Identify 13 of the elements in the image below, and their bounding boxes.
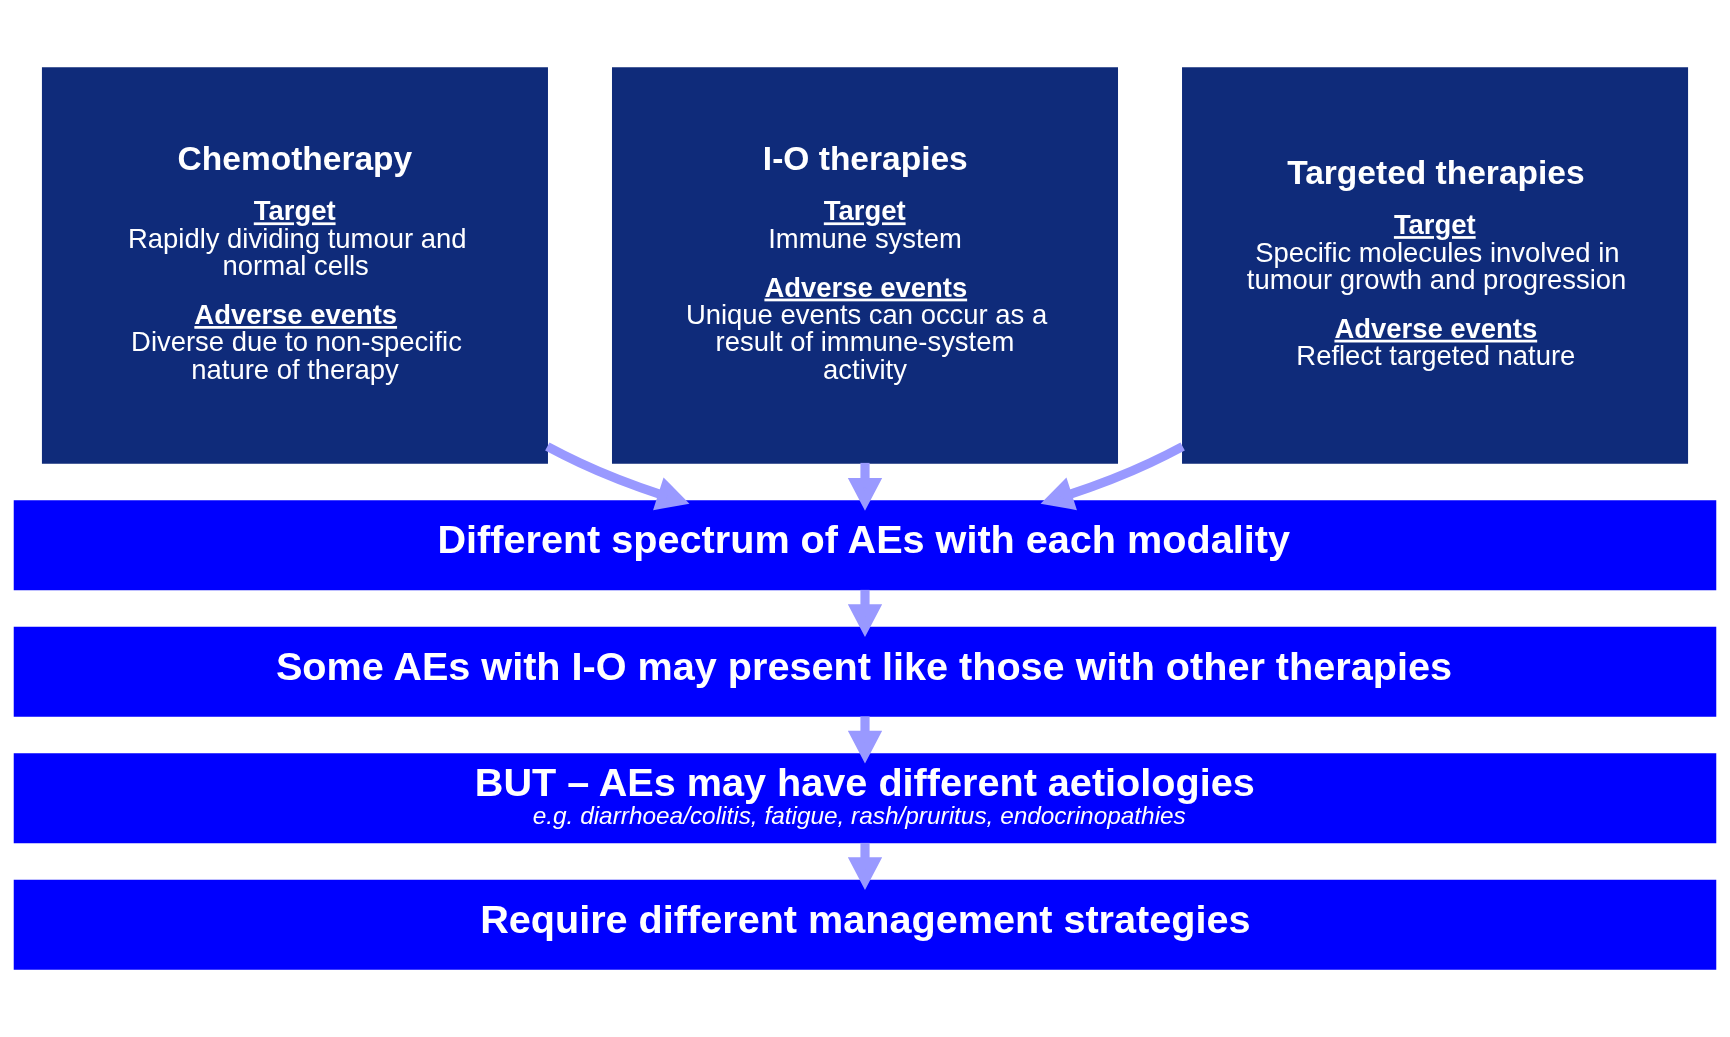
node-box: Targeted therapies Target Specific molecules involved in tumour growth and progression Adverse events Reflect targeted nature	[1182, 67, 1689, 464]
node-box: Some AEs with I-O may present like those with other therapies	[13, 626, 1717, 717]
node-box: I-O therapies Target Immune system Adverse events Unique events can occur as a result of immune-system activity	[612, 67, 1118, 464]
node-box: Require different management strategies	[13, 879, 1717, 970]
arrow	[847, 716, 883, 764]
arrow	[545, 442, 690, 511]
node-box: Different spectrum of AEs with each modality	[13, 500, 1717, 591]
arrow	[1040, 442, 1185, 511]
arrow	[847, 589, 883, 638]
node-box: Chemotherapy Target Rapidly dividing tumour and normal cells Adverse events Diverse due to non-specific nature of therapy	[41, 67, 548, 464]
arrow	[847, 842, 883, 891]
arrow	[847, 462, 883, 511]
node-box: BUT – AEs may have different aetiologies e.g. diarrhoea/colitis, fatigue, rash/pruritus, endocrinopathies	[13, 753, 1717, 844]
